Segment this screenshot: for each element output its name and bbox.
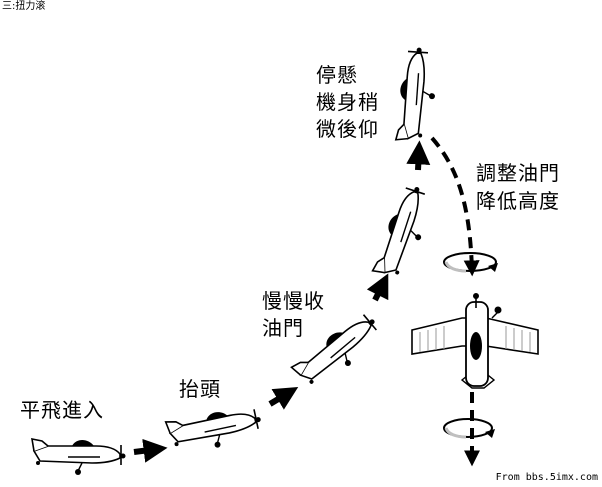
plane-hover [395, 45, 440, 144]
label-pull-up: 抬頭 [179, 377, 221, 401]
descent-dashed-path [430, 136, 480, 277]
arrow-4 [406, 140, 431, 171]
label-throttle-back-line-2: 油門 [262, 316, 304, 340]
watermark-text: From bbs.5imx.com [493, 472, 600, 483]
plane-torque-roll-front-view [411, 293, 539, 389]
plane-level-entry [31, 438, 127, 476]
diagram-heading: 三:扭力滚 [2, 1, 46, 12]
label-hover-line-1: 停懸 [316, 63, 358, 87]
label-adjust-throttle-line-1: 調整油門 [476, 161, 560, 185]
climb-arrows [133, 140, 431, 463]
rotation-icon-lower [443, 418, 495, 439]
arrow-3 [366, 273, 389, 302]
arrow-2 [268, 387, 299, 410]
label-hover-line-3: 微後仰 [316, 117, 379, 141]
label-adjust-throttle-line-2: 降低高度 [476, 189, 560, 213]
plane-climb [290, 306, 388, 396]
label-hover-line-2: 機身稍 [316, 90, 379, 114]
label-level-entry: 平飛進入 [20, 398, 104, 422]
plane-pull-up [164, 401, 266, 458]
label-throttle-back-line-1: 慢慢收 [262, 289, 325, 313]
arrow-1 [133, 438, 168, 463]
plane-steep-climb [371, 181, 437, 283]
rotation-icon-upper [443, 252, 498, 273]
